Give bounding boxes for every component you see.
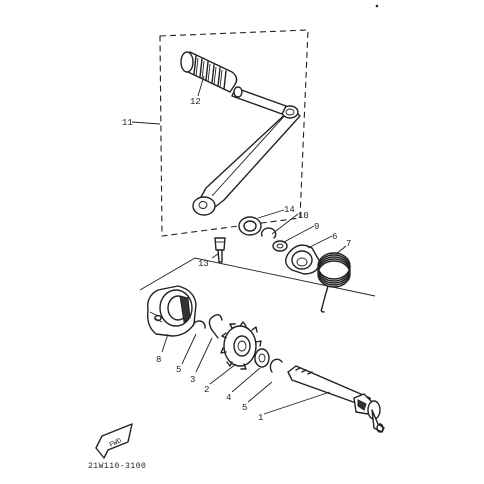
- circlip-upper: [260, 227, 277, 239]
- diagram-code: 21W110-3100: [88, 462, 146, 471]
- callout-5-left: 5: [176, 365, 181, 375]
- callout-6: 6: [332, 232, 337, 242]
- callout-14: 14: [284, 205, 295, 215]
- torsion-spring: [317, 252, 351, 313]
- callout-7: 7: [346, 239, 351, 249]
- callout-8: 8: [156, 355, 161, 365]
- callout-13: 13: [198, 259, 209, 269]
- plain-washer-upper: [272, 240, 288, 252]
- circlip-lower-right: [269, 358, 283, 373]
- kick-crank-group-boundary: [159, 29, 309, 237]
- kick-gear: [220, 321, 262, 370]
- callout-12: 12: [190, 97, 201, 107]
- clamp-bolt: [214, 237, 226, 263]
- oil-seal: [238, 216, 262, 236]
- callout-2: 2: [204, 385, 209, 395]
- ratchet-spring-clip: [208, 313, 223, 339]
- callout-1: 1: [258, 413, 263, 423]
- kick-crank-arm: [192, 86, 301, 216]
- fwd-arrow-icon: FWD: [95, 423, 133, 459]
- plain-washer-lower: [254, 348, 270, 368]
- kick-ratchet-housing: [146, 285, 197, 337]
- circlip-lower-left: [192, 320, 206, 329]
- callout-3: 3: [190, 375, 195, 385]
- kick-pedal-rubber: [180, 51, 238, 93]
- kick-axle: [287, 365, 385, 433]
- callout-5-right: 5: [242, 403, 247, 413]
- callout-4: 4: [226, 393, 231, 403]
- leader-lines: [131, 75, 347, 415]
- callout-9: 9: [314, 222, 319, 232]
- spring-guide: [285, 244, 321, 275]
- corner-mark: [375, 4, 379, 8]
- callout-10: 10: [298, 211, 309, 221]
- kick-shaft-group-boundary: [139, 257, 376, 297]
- callout-11: 11: [122, 118, 133, 128]
